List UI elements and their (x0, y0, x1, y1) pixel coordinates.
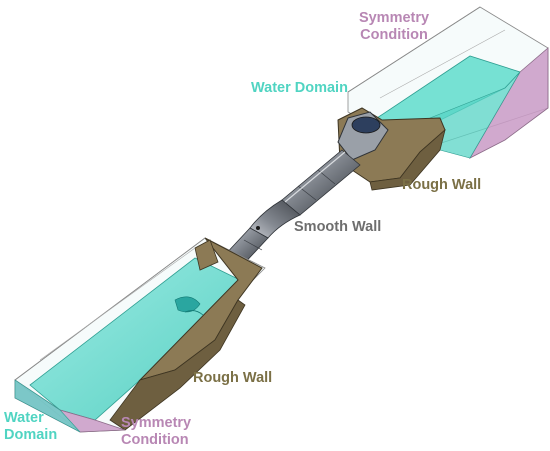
upper-rough-wall-side (369, 128, 446, 191)
water-domain-label-top: Water Domain (251, 80, 348, 96)
symmetry-top-line1: Symmetry (358, 10, 430, 26)
lower-water-end (14, 379, 81, 433)
rough-wall-label-top: Rough Wall (402, 177, 482, 193)
water-bottom-line2: Domain (4, 427, 58, 443)
rough-wall-label-bottom: Rough Wall (193, 370, 273, 386)
lower-rough-wall-front (109, 299, 246, 431)
symmetry-condition-label-top: Symmetry Condition (348, 10, 440, 44)
symmetry-condition-label-bottom: Symmetry Condition (121, 415, 191, 449)
water-domain-label-bottom: Water Domain (4, 410, 57, 444)
lower-rough-wall-rim (194, 239, 219, 271)
upper-channel (337, 6, 549, 191)
symmetry-top-line2: Condition (360, 27, 428, 43)
water-bottom-line1: Water (4, 410, 44, 426)
smooth-wall-label: Smooth Wall (294, 219, 382, 235)
smooth-wall-pipe (221, 149, 361, 269)
symmetry-bottom-line1: Symmetry (121, 415, 192, 431)
symmetry-bottom-line2: Condition (121, 432, 189, 448)
upper-inlet-opening (351, 116, 381, 134)
lower-channel (14, 237, 266, 433)
